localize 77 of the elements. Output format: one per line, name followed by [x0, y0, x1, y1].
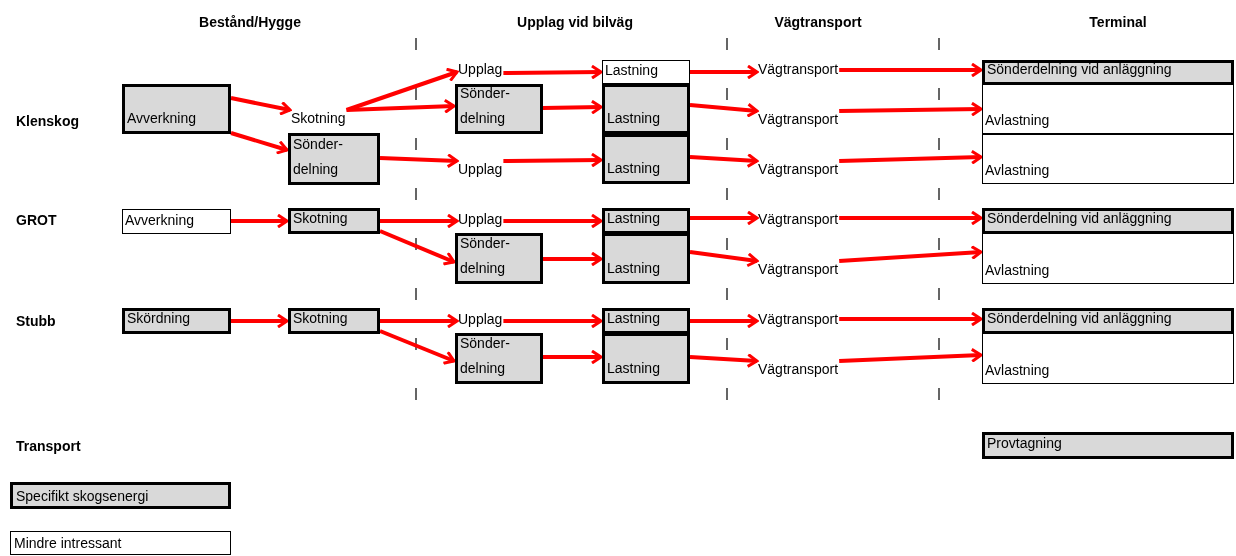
arrow	[689, 152, 759, 168]
process-box: Avverkning	[122, 209, 231, 234]
row-heading: Transport	[16, 438, 81, 454]
legend-swatch: Specifikt skogsenergi	[10, 482, 231, 509]
process-box: Sönder-delning	[455, 233, 543, 284]
process-box: Lastning	[602, 134, 690, 184]
step-label: Vägtransport	[758, 110, 839, 129]
arrow	[839, 311, 983, 327]
arrow	[503, 313, 603, 329]
arrow	[839, 210, 983, 226]
step-label: Vägtransport	[758, 60, 839, 79]
arrow	[689, 250, 759, 268]
arrow	[230, 96, 292, 116]
arrow	[689, 102, 759, 118]
arrow	[346, 98, 456, 114]
arrow	[839, 245, 983, 263]
arrow	[543, 251, 603, 267]
column-heading: Bestånd/Hygge	[199, 14, 301, 30]
arrow	[690, 64, 759, 80]
arrow	[379, 229, 456, 266]
column-heading: Terminal	[1089, 14, 1147, 30]
step-label: Upplag	[458, 60, 503, 79]
legend-swatch: Mindre intressant	[10, 531, 231, 555]
process-box: Skotning	[288, 208, 380, 234]
process-box: Avverkning	[122, 84, 231, 134]
process-box: Lastning	[602, 308, 690, 334]
step-label: Upplag	[458, 160, 503, 179]
process-box: Sönderdelning vid anläggning	[982, 208, 1234, 234]
process-box: Skotning	[288, 308, 380, 334]
step-label: Vägtransport	[758, 310, 839, 329]
column-heading: Upplag vid bilväg	[517, 14, 633, 30]
arrow	[839, 347, 983, 363]
arrow	[839, 101, 983, 117]
arrow	[503, 213, 603, 229]
arrow	[839, 149, 983, 165]
process-box: Avlastning	[982, 333, 1234, 384]
process-box: Lastning	[602, 84, 690, 134]
arrow	[380, 313, 459, 329]
arrow	[231, 313, 289, 329]
arrow	[839, 62, 983, 78]
process-box: Sönder-delning	[288, 133, 380, 185]
process-box: Avlastning	[982, 134, 1234, 184]
process-box: Avlastning	[982, 233, 1234, 284]
arrow	[503, 152, 603, 168]
process-box: Sönderdelning vid anläggning	[982, 60, 1234, 85]
arrow	[543, 349, 603, 365]
step-label: Vägtransport	[758, 360, 839, 379]
arrow	[231, 213, 289, 229]
step-label: Vägtransport	[758, 160, 839, 179]
process-box: Provtagning	[982, 432, 1234, 459]
process-box: Lastning	[602, 333, 690, 384]
arrow	[542, 99, 603, 115]
process-box: Lastning	[602, 233, 690, 284]
step-label: Upplag	[458, 210, 503, 229]
arrow	[379, 153, 459, 169]
process-box: Avlastning	[982, 84, 1234, 134]
arrow	[503, 64, 603, 80]
arrow	[379, 329, 456, 365]
row-heading: Klenskog	[16, 113, 79, 129]
arrow	[380, 213, 459, 229]
step-label: Skotning	[291, 109, 346, 128]
process-box: Sönder-delning	[455, 84, 543, 134]
process-box: Skördning	[122, 308, 231, 334]
process-box: Lastning	[602, 208, 690, 234]
step-label: Vägtransport	[758, 210, 839, 229]
arrow	[689, 352, 759, 368]
arrow	[230, 131, 289, 155]
row-heading: GROT	[16, 212, 57, 228]
process-box: Sönderdelning vid anläggning	[982, 308, 1234, 334]
column-heading: Vägtransport	[774, 14, 862, 30]
row-heading: Stubb	[16, 313, 56, 329]
process-box: Sönder-delning	[455, 333, 543, 384]
arrow	[690, 210, 759, 226]
process-box: Lastning	[602, 60, 690, 84]
arrow	[690, 313, 759, 329]
step-label: Upplag	[458, 310, 503, 329]
step-label: Vägtransport	[758, 260, 839, 279]
